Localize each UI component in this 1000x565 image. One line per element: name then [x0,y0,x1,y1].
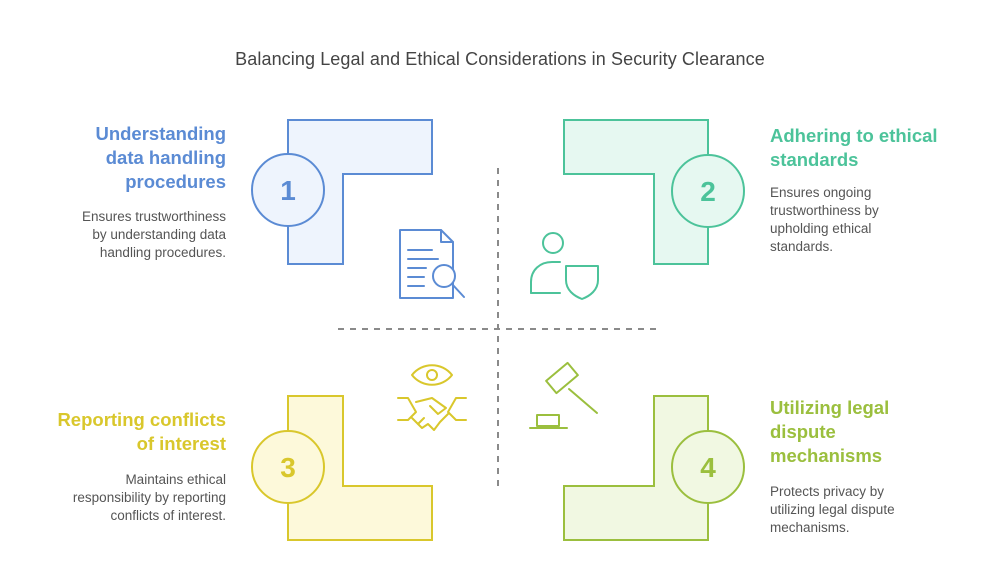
quadrant-4-heading: Utilizing legal dispute mechanisms [770,396,980,468]
quadrant-4-circle [671,430,745,504]
quadrant-1-circle [251,153,325,227]
quadrant-3-shape [287,395,433,541]
quadrant-3-description-line: conflicts of interest. [110,508,226,523]
quadrant-2-heading-line: Adhering to ethical [770,125,938,146]
quadrant-2-description-line: trustworthiness by [770,203,879,218]
quadrant-4-heading-line: mechanisms [770,445,883,466]
page-title: Balancing Legal and Ethical Consideratio… [235,49,765,69]
document-search-icon [399,229,465,299]
quadrant-4-description: Protects privacy by utilizing legal disp… [770,483,980,537]
quadrant-1-description-line: handling procedures. [99,245,226,260]
quadrant-1-number: 1 [280,175,296,206]
quadrant-3-description: Maintains ethical responsibility by repo… [20,471,226,525]
quadrant-4-description-line: mechanisms. [770,520,850,535]
quadrant-2-number: 2 [700,176,716,207]
quadrant-4-description-line: Protects privacy by [770,484,885,499]
quadrant-1-description: Ensures trustworthiness by understanding… [40,208,226,262]
quadrant-2-description-line: Ensures ongoing [770,185,872,200]
quadrant-2-description-line: standards. [770,239,834,254]
quadrant-1-shape [287,119,433,265]
quadrant-4-heading-line: Utilizing legal [770,397,890,418]
quadrant-2-description: Ensures ongoing trustworthiness by uphol… [770,184,970,256]
quadrant-3-number: 3 [280,452,296,483]
quadrant-2-shape [563,119,709,265]
quadrant-4-shape [563,395,709,541]
quadrant-2-circle [671,154,745,228]
quadrant-3-description-line: responsibility by reporting [72,490,226,505]
gavel-icon [529,361,598,429]
quadrant-3-circle [251,430,325,504]
quadrant-1-heading-line: procedures [125,171,226,192]
quadrant-2-description-line: upholding ethical [770,221,872,236]
quadrant-1-description-line: by understanding data [92,227,226,242]
quadrant-3-description-line: Maintains ethical [125,472,226,487]
quadrant-4-heading-line: dispute [770,421,836,442]
quadrant-3-heading-line: Reporting conflicts [57,409,226,430]
quadrant-1-heading-line: Understanding [95,123,226,144]
quadrant-3-heading-line: of interest [136,433,226,454]
quadrant-1-heading: Understanding data handling procedures [60,122,226,194]
quadrant-4-number: 4 [700,452,716,483]
quadrant-1-description-line: Ensures trustworthiness [81,209,226,224]
user-shield-icon [530,232,599,300]
quadrant-2-heading: Adhering to ethical standards [770,124,980,172]
eye-handshake-icon [397,364,467,431]
quadrant-2-heading-line: standards [770,149,859,170]
quadrant-4-description-line: utilizing legal dispute [770,502,895,517]
quadrant-1-heading-line: data handling [105,147,226,168]
quadrant-3-heading: Reporting conflicts of interest [20,408,226,456]
